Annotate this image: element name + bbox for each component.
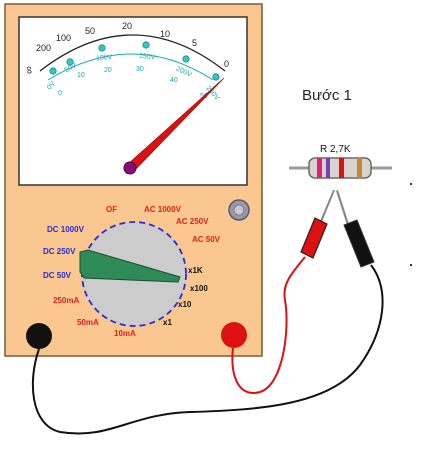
black-probe-tip [336, 190, 349, 225]
ohm-tick-200: 200 [36, 43, 51, 53]
red-probe-handle[interactable] [300, 217, 328, 259]
dial-label-x1: x1 [163, 318, 172, 327]
ohm-tick-10: 10 [160, 29, 170, 39]
volt-dot-200 [182, 55, 190, 63]
dial-label-dc1000: DC 1000V [47, 225, 85, 234]
ohm-tick-0: 0 [224, 59, 229, 69]
resistor-band-4 [357, 158, 362, 178]
ohm-tick-20: 20 [122, 21, 132, 31]
ohm-scale-arc [39, 34, 226, 72]
ohm-tick-50: 50 [85, 26, 95, 36]
dial-label-ac1000: AC 1000V [144, 205, 182, 214]
black-probe-handle[interactable] [343, 219, 375, 268]
com-jack[interactable] [26, 323, 52, 349]
red-test-lead [231, 256, 306, 394]
dial-label-10ma: 10mA [114, 329, 136, 338]
volt-tick-100: 100V [96, 54, 113, 62]
dial-label-250ma: 250mA [53, 296, 79, 305]
amp-tick-20: 20 [104, 67, 112, 74]
dial-label-x1k: x1K [188, 266, 203, 275]
positive-jack[interactable] [221, 322, 247, 348]
volt-dot-50 [66, 58, 74, 66]
ohm-tick-5: 5 [192, 38, 197, 48]
ohm-tick-100: 100 [56, 33, 71, 43]
amp-tick-30: 30 [136, 66, 144, 73]
volt-dot-0 [49, 67, 57, 75]
volt-dot-100 [98, 44, 106, 52]
resistor-band-1 [317, 158, 322, 178]
volt-dot-250 [212, 73, 220, 81]
speck-1 [410, 183, 412, 185]
resistor-label: R 2,7K [320, 144, 351, 155]
volt-tick-0: 0V [46, 80, 57, 91]
zero-adjust-knob-inner [233, 204, 245, 216]
amp-tick-10: 10 [77, 72, 85, 79]
speck-2 [410, 264, 412, 266]
needle-pivot [123, 161, 137, 175]
volt-scale-arc [47, 53, 214, 81]
step-title: Bước 1 [302, 87, 352, 104]
dial-label-dc250: DC 250V [43, 247, 76, 256]
volt-tick-150: 150V [138, 52, 155, 61]
dial-label-ac50: AC 50V [192, 235, 221, 244]
dial-label-x100: x100 [190, 284, 208, 293]
dial-label-x10: x10 [178, 300, 192, 309]
amp-tick-0: 0 [58, 90, 62, 97]
dial-label-dc50: DC 50V [43, 271, 72, 280]
dial-label-ac250: AC 250V [176, 217, 209, 226]
resistor-band-3 [339, 158, 344, 178]
volt-dot-150 [142, 41, 150, 49]
dial-label-off: OF [106, 205, 117, 214]
red-probe-tip [320, 190, 335, 222]
resistor-band-2 [326, 158, 330, 178]
meter-display [18, 16, 248, 186]
ohm-tick-inf: ∞ [22, 65, 35, 75]
selector-pointer[interactable] [79, 249, 181, 283]
amp-tick-40: 40 [170, 77, 178, 84]
dial-label-50ma: 50mA [77, 318, 99, 327]
black-test-lead [31, 264, 384, 435]
